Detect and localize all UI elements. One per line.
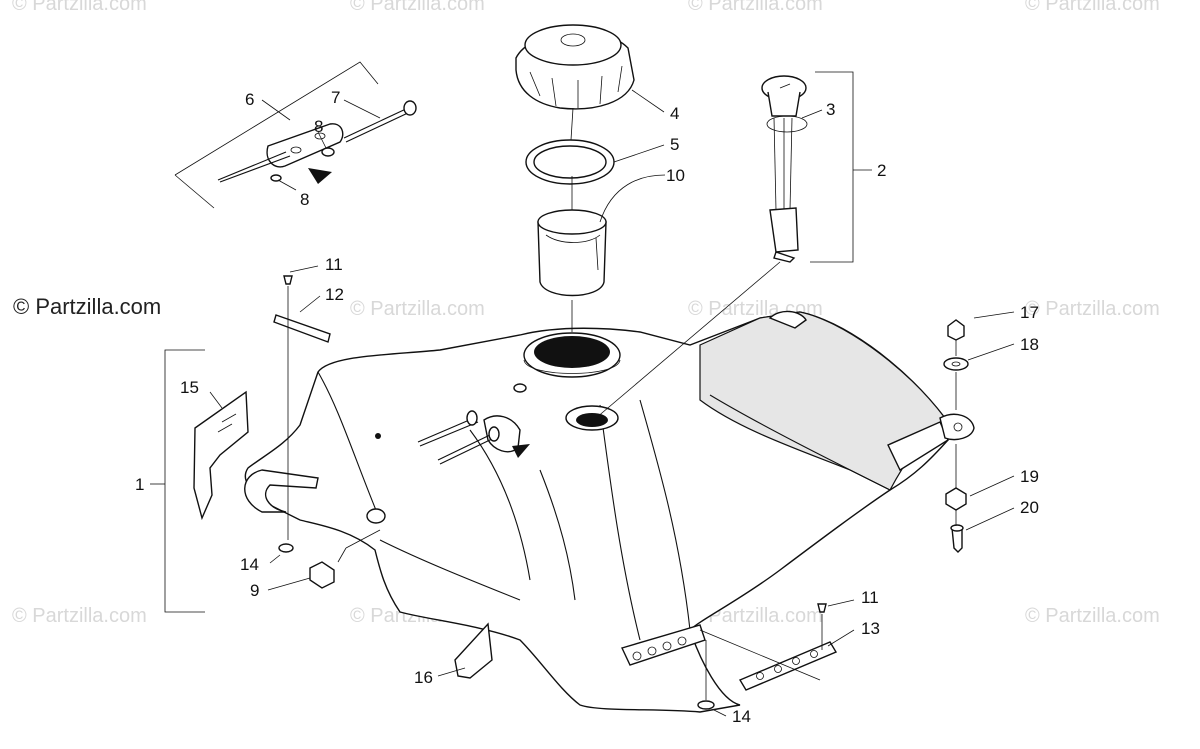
callout-14: 14 (240, 555, 259, 574)
callout-12: 12 (325, 285, 344, 304)
callout-6: 6 (245, 90, 254, 109)
callout-4: 4 (670, 104, 679, 123)
watermark: © Partzilla.com (1025, 298, 1160, 320)
callout-20: 20 (1020, 498, 1039, 517)
callout-8: 8 (300, 190, 309, 209)
callout-11: 11 (325, 255, 343, 274)
callout-2: 2 (877, 161, 886, 180)
callout-3: 3 (826, 100, 835, 119)
partzilla-credit: © Partzilla.com (13, 294, 162, 319)
callout-11: 11 (861, 588, 879, 607)
callout-7: 7 (331, 88, 340, 107)
callout-14: 14 (732, 707, 751, 726)
watermark: © Partzilla.com (350, 0, 485, 15)
callout-1: 1 (135, 475, 144, 494)
callout-16: 16 (414, 668, 433, 687)
filler-liner (537, 209, 607, 297)
watermark: © Partzilla.com (350, 298, 485, 320)
fuel-sender (761, 75, 808, 263)
callout-8: 8 (314, 117, 323, 136)
watermark: © Partzilla.com (688, 0, 823, 15)
strap-assembly (217, 100, 417, 184)
callout-15: 15 (180, 378, 199, 397)
callout-19: 19 (1020, 467, 1039, 486)
watermark: © Partzilla.com (1025, 0, 1160, 15)
watermark: © Partzilla.com (688, 605, 823, 627)
cap-gasket (525, 139, 615, 185)
callout-17: 17 (1020, 303, 1039, 322)
watermark: © Partzilla.com (12, 605, 147, 627)
fuel-cap (515, 24, 635, 110)
watermark: © Partzilla.com (12, 0, 147, 15)
strap-on-tank (417, 410, 530, 465)
fuel-tank (244, 310, 975, 713)
callout-18: 18 (1020, 335, 1039, 354)
callout-5: 5 (670, 135, 679, 154)
callout-13: 13 (861, 619, 880, 638)
callout-9: 9 (250, 581, 259, 600)
hardware-items (193, 275, 969, 710)
leader-lines (150, 61, 1015, 717)
watermark: © Partzilla.com (1025, 605, 1160, 627)
callout-10: 10 (666, 166, 685, 185)
callout-labels: 1 2 3 4 5 6 7 8 8 9 10 11 11 12 13 14 14… (135, 88, 1039, 726)
